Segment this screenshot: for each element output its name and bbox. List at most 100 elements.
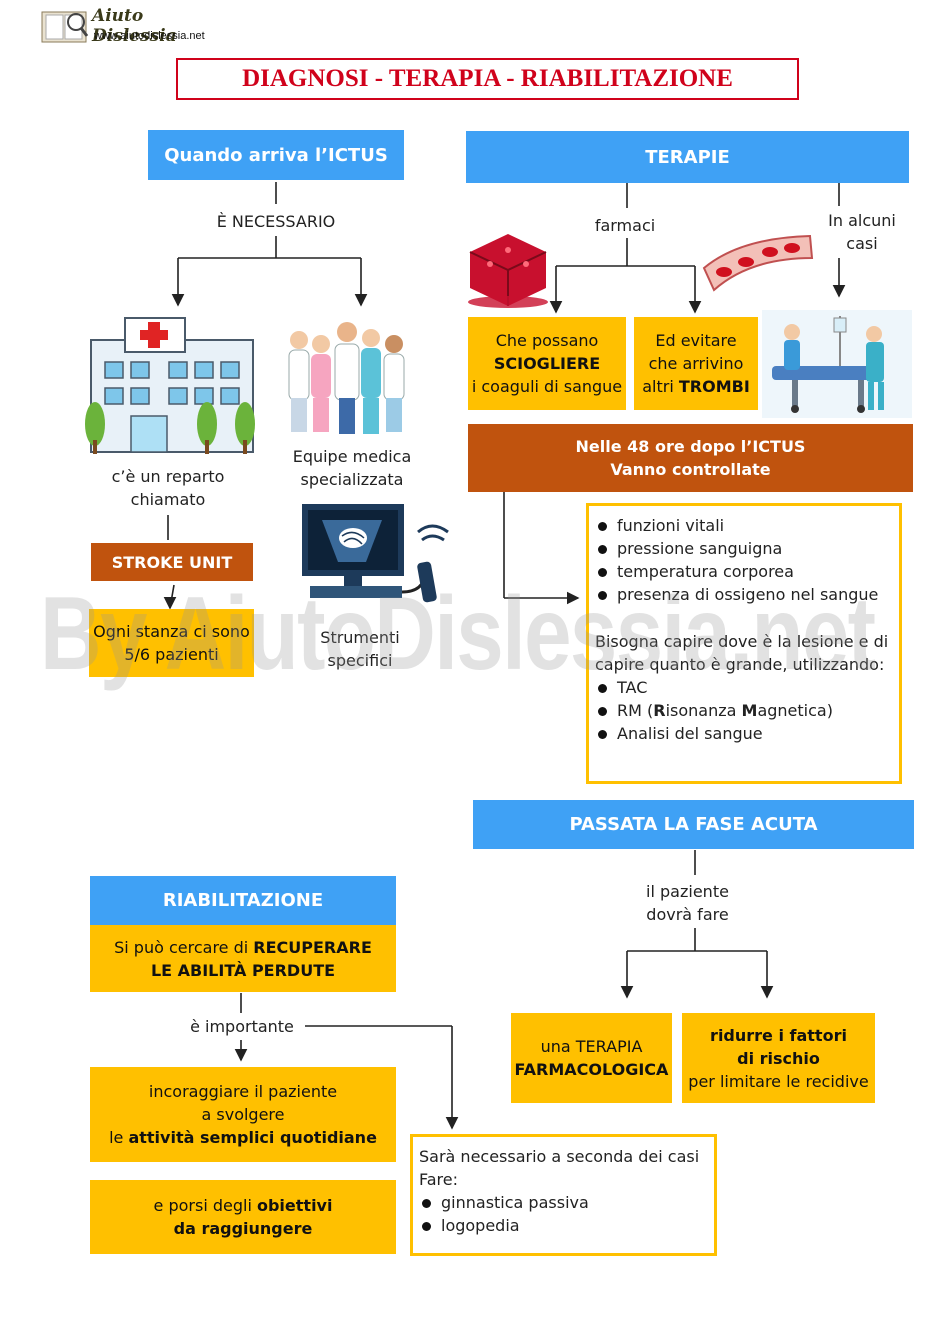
watermark: By AiutoDislessia.net xyxy=(40,576,876,692)
terapia-farmacologica-box: una TERAPIA FARMACOLOGICA xyxy=(511,1013,672,1103)
ridurre-line3: per limitare le recidive xyxy=(688,1071,869,1091)
riabilitazione-header: RIABILITAZIONE xyxy=(90,876,396,925)
obiettivi-line1-bold: obiettivi xyxy=(256,1196,333,1215)
recuperare-line1: Si può cercare di RECUPERARE xyxy=(114,936,372,959)
surgery-icon xyxy=(762,310,912,418)
ridurre-box: ridurre i fattori di rischio per limitar… xyxy=(682,1013,875,1103)
incoraggiare-line3: le attività semplici quotidiane xyxy=(109,1126,377,1149)
hospital-icon xyxy=(85,317,255,454)
blood-vessel-icon xyxy=(702,234,814,292)
esami-list: TAC RM (Risonanza Magnetica) Analisi del… xyxy=(595,676,891,745)
logo-url[interactable]: www.aiutodislessia.net xyxy=(94,30,205,42)
list-item: Analisi del sangue xyxy=(595,722,891,745)
rm-pre: RM ( xyxy=(617,701,654,720)
sciogliere-line1: Che possano xyxy=(495,331,599,350)
list-item: TAC xyxy=(595,676,891,699)
alcuni-casi-label: In alcuni casi xyxy=(812,209,912,255)
blood-clot-icon xyxy=(468,234,548,308)
importante-label: è importante xyxy=(190,1017,294,1036)
acuta-header: PASSATA LA FASE ACUTA xyxy=(473,800,914,849)
equipe-label: Equipe medica specializzata xyxy=(278,445,426,491)
ridurre-line2: di rischio xyxy=(737,1048,820,1068)
terapia-line2: FARMACOLOGICA xyxy=(514,1060,669,1079)
stanza-line1: Ogni stanza ci sono xyxy=(93,622,250,641)
list-item: temperatura corporea xyxy=(595,560,891,583)
page-title: DIAGNOSI - TERAPIA - RIABILITAZIONE xyxy=(242,65,733,92)
strumenti-label: Strumenti specifici xyxy=(300,626,420,672)
rm-post: agnetica) xyxy=(757,701,833,720)
paziente-label: il paziente dovrà fare xyxy=(620,880,755,926)
farmaci-label: farmaci xyxy=(594,216,656,235)
ultrasound-machine-icon xyxy=(302,504,449,603)
strumenti-line1: Strumenti xyxy=(320,628,400,647)
rm-m: M xyxy=(741,701,758,720)
incoraggiare-box: incoraggiare il paziente a svolgere le a… xyxy=(90,1067,396,1162)
obiettivi-line2: da raggiungere xyxy=(173,1219,313,1238)
logo: Aiuto Dislessia www.aiutodislessia.net xyxy=(40,6,230,46)
trombi-box: Ed evitare che arrivino altri TROMBI xyxy=(634,317,758,410)
riabilitazione-header-label: RIABILITAZIONE xyxy=(162,890,324,911)
ore-box: Nelle 48 ore dopo l’ICTUS Vanno controll… xyxy=(468,424,913,492)
attivita-list: ginnastica passiva logopedia xyxy=(419,1191,706,1237)
obiettivi-box: e porsi degli obiettivi da raggiungere xyxy=(90,1180,396,1254)
lesione-line1: Bisogna capire dove è la lesione e di xyxy=(595,632,889,651)
terapia-line1: una TERAPIA xyxy=(540,1037,643,1056)
controlli-box: funzioni vitali pressione sanguigna temp… xyxy=(586,503,902,784)
stroke-unit-label: STROKE UNIT xyxy=(111,552,233,572)
obiettivi-line1-text: e porsi degli xyxy=(153,1196,257,1215)
sciogliere-box: Che possano SCIOGLIERE i coaguli di sang… xyxy=(468,317,626,410)
rm-r: R xyxy=(653,701,666,720)
rm-mid: isonanza xyxy=(665,701,742,720)
controlli-list: funzioni vitali pressione sanguigna temp… xyxy=(595,514,891,606)
trombi-line3: altri TROMBI xyxy=(642,375,750,398)
incoraggiare-line1: incoraggiare il paziente xyxy=(148,1082,338,1101)
reparto-line2: chiamato xyxy=(130,490,206,509)
necessario-line1: Sarà necessario a seconda dei casi xyxy=(419,1147,700,1166)
trombi-line3-bold: TROMBI xyxy=(678,377,750,396)
ictus-header-label: Quando arriva l’ICTUS xyxy=(164,144,388,166)
necessario-label: È NECESSARIO xyxy=(216,212,336,231)
obiettivi-line1: e porsi degli obiettivi xyxy=(154,1194,333,1217)
alcuni-line1: In alcuni xyxy=(828,211,896,230)
alcuni-line2: casi xyxy=(846,234,878,253)
recuperare-line2: LE ABILITÀ PERDUTE xyxy=(150,960,336,980)
necessario-box: Sarà necessario a seconda dei casi Fare:… xyxy=(410,1134,717,1256)
terapie-header: TERAPIE xyxy=(466,131,909,183)
sciogliere-line2: SCIOGLIERE xyxy=(493,354,601,373)
list-item: pressione sanguigna xyxy=(595,537,891,560)
paziente-line1: il paziente xyxy=(646,882,729,901)
ore-line1: Nelle 48 ore dopo l’ICTUS xyxy=(575,437,806,456)
equipe-line1: Equipe medica xyxy=(292,447,412,466)
incoraggiare-line3-bold: attività semplici quotidiane xyxy=(128,1128,377,1147)
ictus-header: Quando arriva l’ICTUS xyxy=(148,130,404,180)
incoraggiare-line2: a svolgere xyxy=(201,1105,285,1124)
stanza-box: Ogni stanza ci sono 5/6 pazienti xyxy=(89,609,254,677)
list-item: presenza di ossigeno nel sangue xyxy=(595,583,891,606)
trombi-line1: Ed evitare xyxy=(655,331,737,350)
stroke-unit-box: STROKE UNIT xyxy=(91,543,253,581)
trombi-line2: che arrivino xyxy=(648,354,744,373)
list-item: logopedia xyxy=(419,1214,706,1237)
lesione-line2: capire quanto è grande, utilizzando: xyxy=(595,655,885,674)
list-item: ginnastica passiva xyxy=(419,1191,706,1214)
incoraggiare-line3-text: le xyxy=(109,1128,129,1147)
equipe-line2: specializzata xyxy=(300,470,404,489)
recuperare-box: Si può cercare di RECUPERARE LE ABILITÀ … xyxy=(90,925,396,992)
medical-team-icon xyxy=(288,322,405,434)
recuperare-bold: RECUPERARE xyxy=(253,937,372,957)
logo-book-icon xyxy=(41,11,89,43)
trombi-line3-text: altri xyxy=(642,377,679,396)
list-item: RM (Risonanza Magnetica) xyxy=(595,699,891,722)
reparto-line1: c’è un reparto xyxy=(111,467,225,486)
sciogliere-line3: i coaguli di sangue xyxy=(471,377,623,396)
paziente-line2: dovrà fare xyxy=(646,905,729,924)
recuperare-pre: Si può cercare di xyxy=(114,937,254,957)
ore-line2: Vanno controllate xyxy=(610,460,771,479)
stanza-line2: 5/6 pazienti xyxy=(124,645,219,664)
necessario-line2: Fare: xyxy=(419,1170,458,1189)
acuta-header-label: PASSATA LA FASE ACUTA xyxy=(569,814,818,835)
page-title-box: DIAGNOSI - TERAPIA - RIABILITAZIONE xyxy=(176,58,799,100)
ridurre-line1: ridurre i fattori xyxy=(710,1025,847,1045)
terapie-header-label: TERAPIE xyxy=(645,146,730,168)
